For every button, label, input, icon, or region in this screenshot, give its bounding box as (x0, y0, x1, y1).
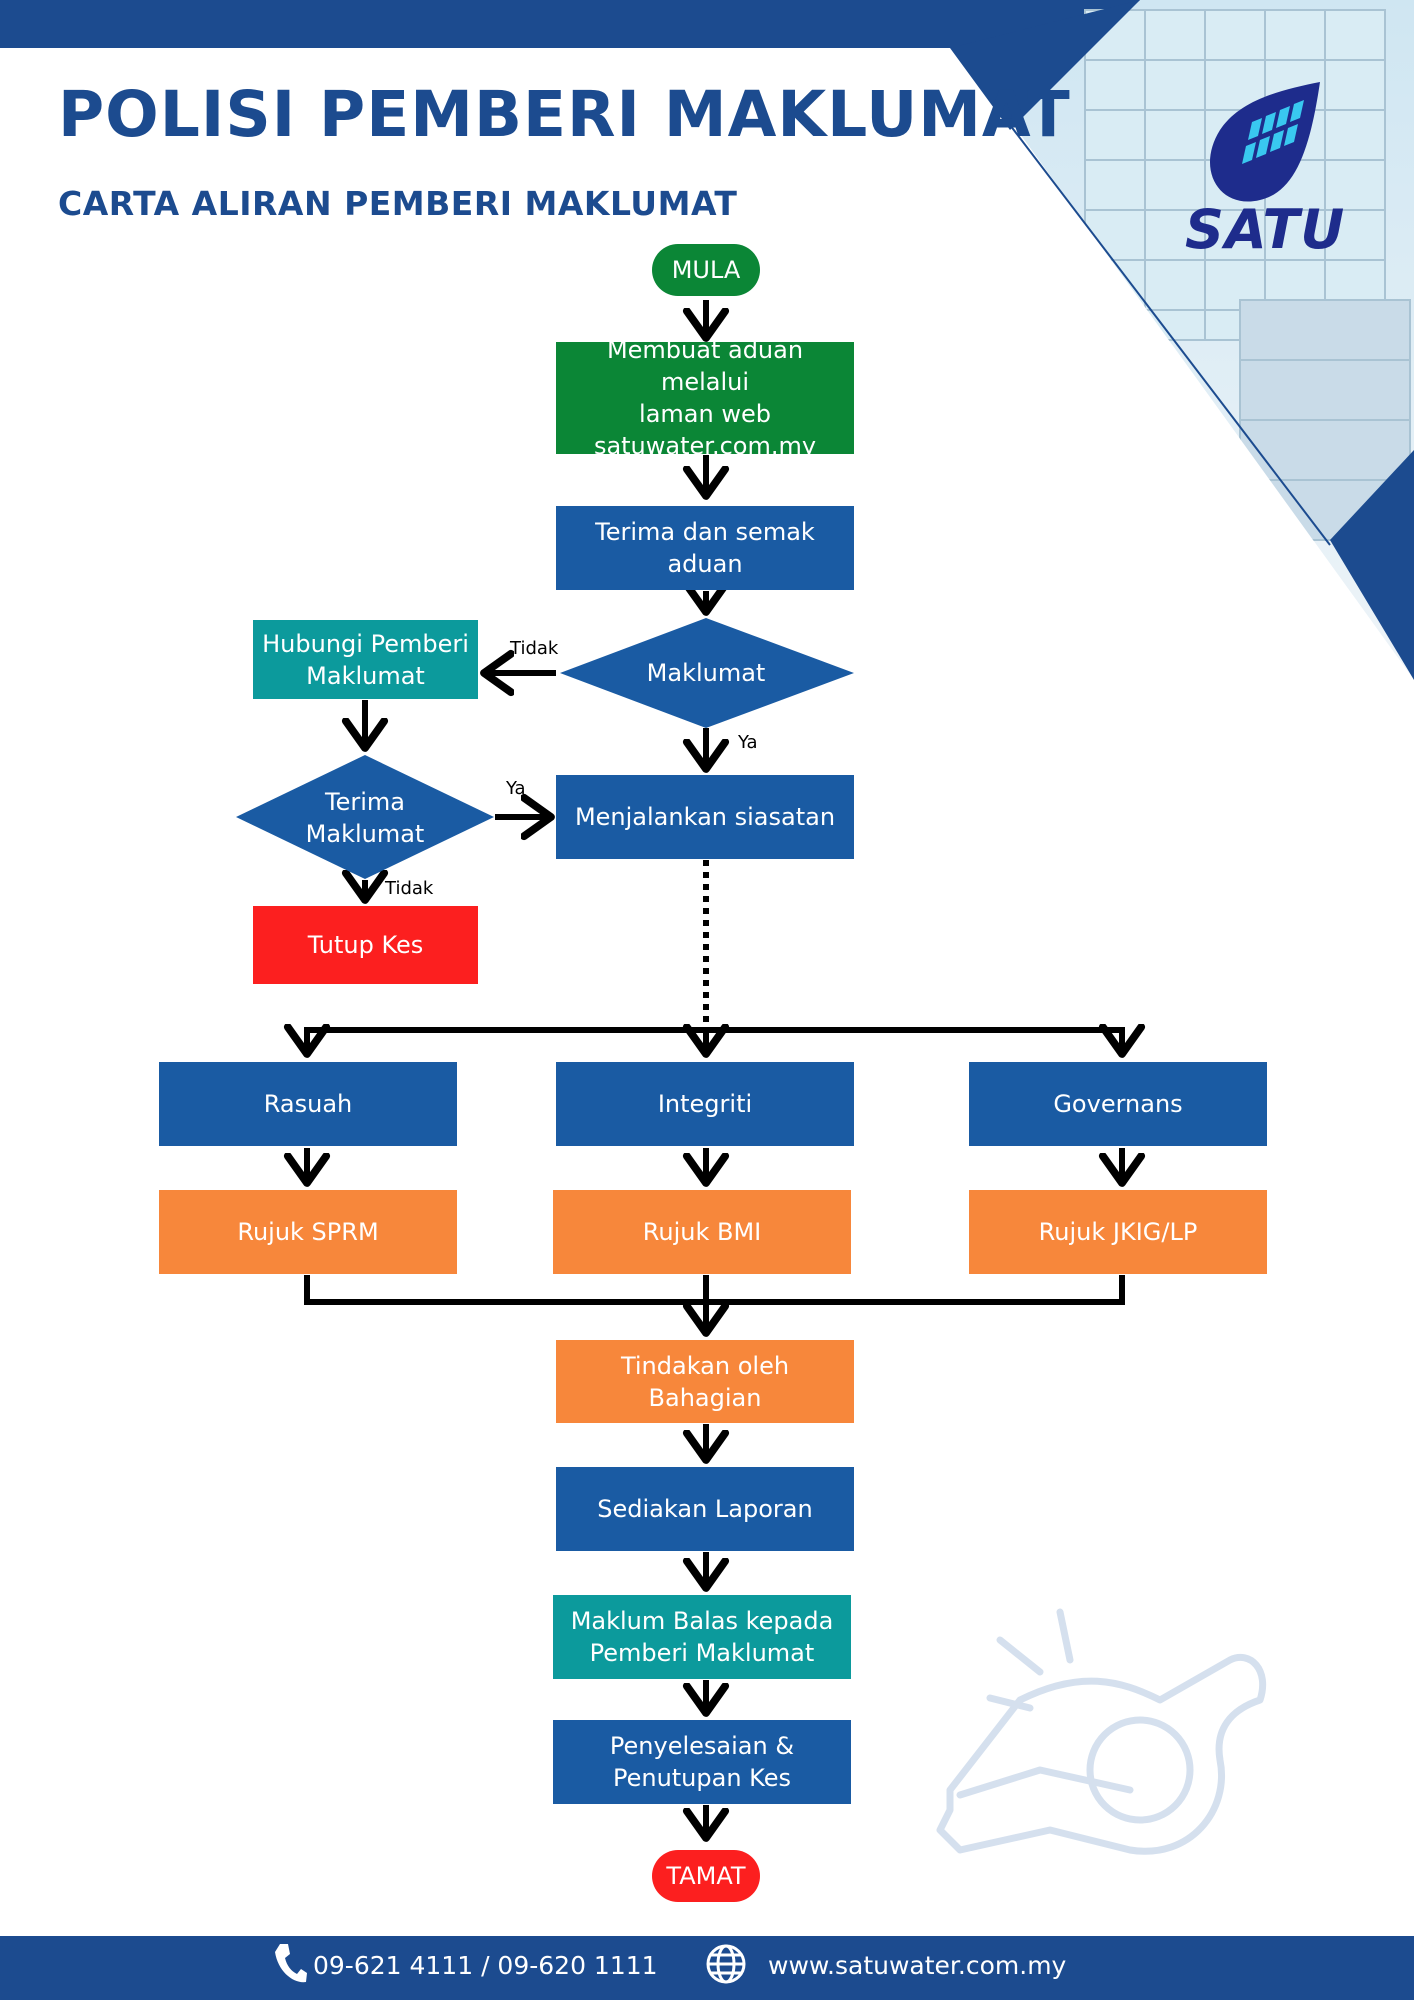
globe-icon (706, 1944, 746, 1984)
step-feedback: Maklum Balas kepada Pemberi Maklumat (553, 1595, 851, 1679)
step-contact: Hubungi Pemberi Maklumat (253, 620, 478, 699)
phone-icon (275, 1944, 307, 1983)
decision-info-label: Maklumat (646, 659, 766, 687)
end-node: TAMAT (652, 1850, 760, 1902)
step-close: Tutup Kes (253, 906, 478, 984)
start-node: MULA (652, 244, 760, 296)
label-yes-1: Ya (738, 732, 758, 753)
step-investigate: Menjalankan siasatan (556, 775, 854, 859)
satu-logo (1209, 82, 1320, 202)
footer-website[interactable]: www.satuwater.com.my (768, 1951, 1067, 1980)
step-action: Tindakan oleh Bahagian (556, 1340, 854, 1423)
step-receive: Terima dan semak aduan (556, 506, 854, 590)
label-no-2: Tidak (385, 878, 434, 899)
step-resolve: Penyelesaian & Penutupan Kes (553, 1720, 851, 1804)
decision-receive-label: Terima Maklumat (305, 788, 425, 848)
label-no-1: Tidak (510, 638, 559, 659)
page-title: POLISI PEMBERI MAKLUMAT (58, 78, 1071, 151)
refer-bmi: Rujuk BMI (553, 1190, 851, 1274)
category-rasuah: Rasuah (159, 1062, 457, 1146)
decision-diamond-terima (236, 755, 494, 879)
page-subtitle: CARTA ALIRAN PEMBERI MAKLUMAT (58, 184, 738, 223)
footer-phone: 09-621 4111 / 09-620 1111 (313, 1951, 658, 1980)
category-governans: Governans (969, 1062, 1267, 1146)
refer-jkig: Rujuk JKIG/LP (969, 1190, 1267, 1274)
step-complaint: Membuat aduan melalui laman web satuwate… (556, 336, 854, 460)
logo-text: SATU (1185, 198, 1346, 261)
decision-diamond-maklumat (560, 618, 854, 728)
category-integriti: Integriti (556, 1062, 854, 1146)
label-yes-2: Ya (506, 778, 526, 799)
step-report: Sediakan Laporan (556, 1467, 854, 1551)
whistle-icon (936, 1608, 1267, 1855)
refer-sprm: Rujuk SPRM (159, 1190, 457, 1274)
